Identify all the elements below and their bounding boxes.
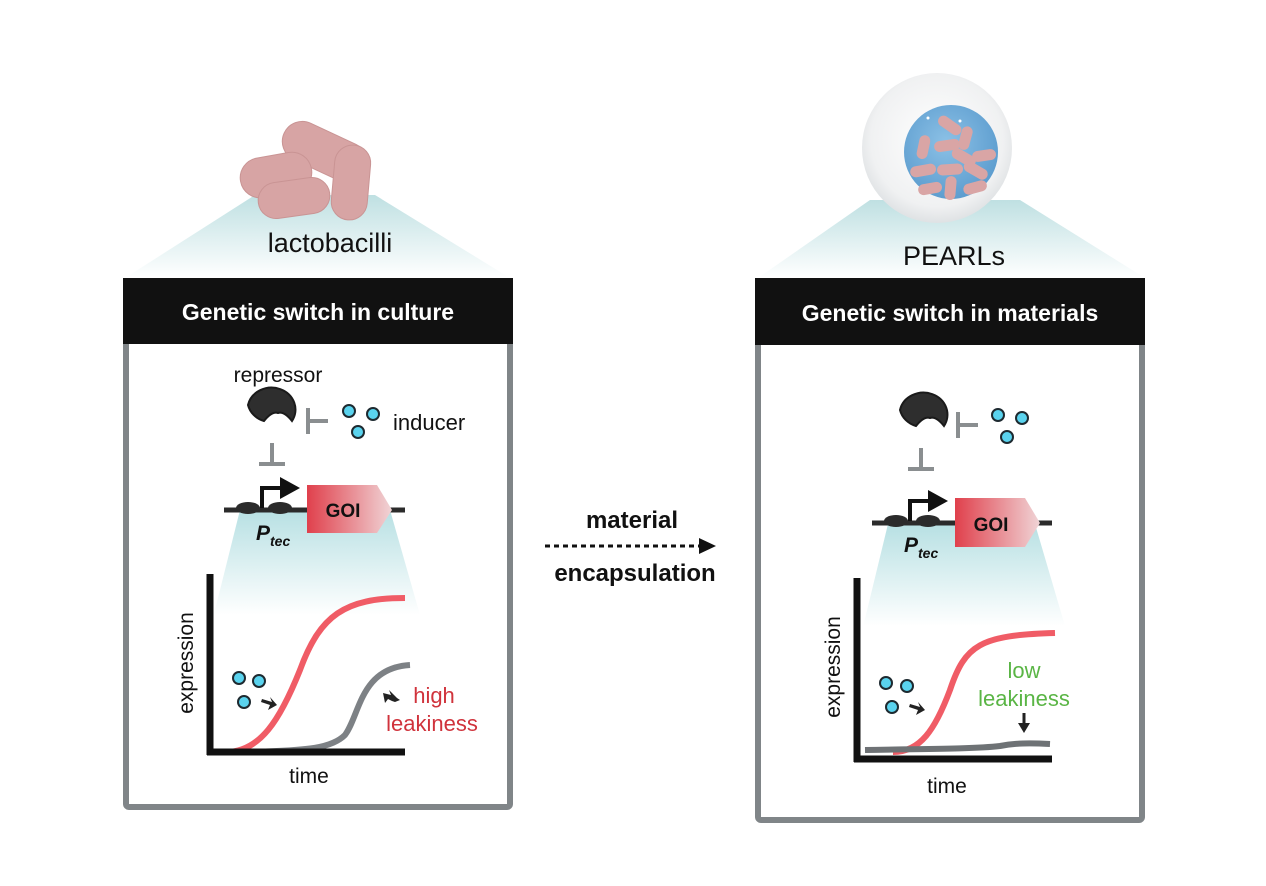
panel-header [755,278,1145,345]
down-arrow-icon [1018,713,1030,733]
goi-label: GOI [974,515,1009,536]
arrow-icon [909,702,925,715]
transition-line1: material [586,507,678,534]
panel-header-title: Genetic switch in culture [182,299,454,325]
y-axis-label: expression [175,612,198,714]
arrow-icon [383,690,400,703]
pearl-icon [862,73,1012,223]
induced-curve [225,595,406,755]
annotation-line2: leakiness [978,686,1070,711]
inhibition-arrow-inducer [956,412,978,438]
left-panel: lactobacilli Genetic switch in culture r… [123,120,513,810]
annotation-line2: leakiness [386,711,478,736]
expression-plot: expression time low leakiness [822,578,1070,798]
promoter-arrow-icon [260,477,300,508]
leaky-curve [864,740,1051,753]
goi-gene-icon [307,485,392,533]
inhibition-arrow-inducer [306,408,328,434]
annotation-line1: high [413,683,455,708]
induced-curve [892,630,1056,755]
y-axis-label: expression [822,616,845,718]
transition-line2: encapsulation [554,560,715,587]
inducer-icon [232,671,266,709]
organism-label: PEARLs [903,241,1005,271]
organism-label: lactobacilli [268,228,393,258]
spotlight-cells [125,195,510,278]
inducer-icon [342,404,380,439]
right-panel: PEARLs Genetic switch in materials [755,73,1145,823]
inducer-label: inducer [393,410,465,435]
operator-sites-icon [884,515,940,527]
panel-header-title: Genetic switch in materials [802,300,1099,326]
spotlight-plot [205,510,430,650]
expression-plot: expression time high leakiness [175,574,478,788]
panel-header [123,278,513,344]
operator-sites-icon [236,502,292,514]
repressor-icon [246,386,297,423]
repressor-icon [898,391,949,428]
lactobacilli-cells-icon [239,120,372,221]
spotlight-pearl [758,200,1145,278]
transition-arrow: material encapsulation [545,507,716,587]
goi-gene-icon [955,498,1040,547]
inhibition-arrow-repressor [908,448,934,471]
inducer-icon [991,408,1029,444]
goi-label: GOI [326,501,361,522]
promoter-label: Ptec [256,522,290,549]
annotation-line1: low [1007,658,1040,683]
x-axis-label: time [289,765,329,788]
spotlight-plot [855,524,1075,660]
inhibition-arrow-repressor [259,443,285,466]
arrow-icon [261,697,277,710]
arrowhead-icon [699,538,716,554]
repressor-label: repressor [234,364,323,387]
promoter-label: Ptec [904,534,938,561]
inducer-icon [879,676,914,714]
x-axis-label: time [927,775,967,798]
promoter-arrow-icon [908,490,948,521]
